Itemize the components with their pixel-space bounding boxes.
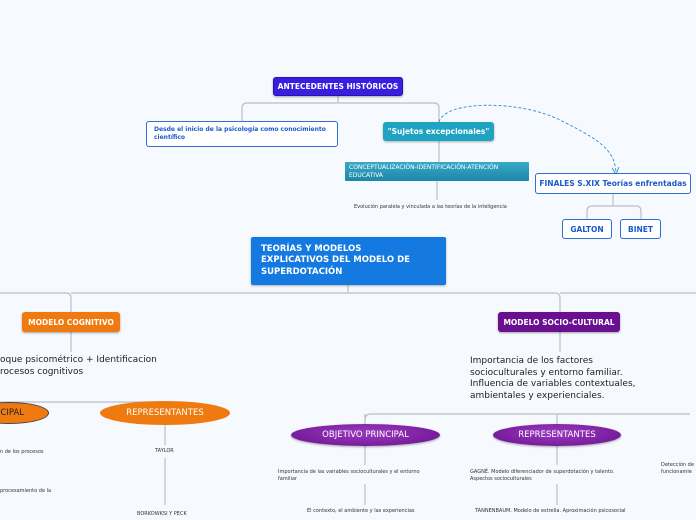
- text-line: socioculturales y entorno familiar.: [470, 367, 623, 378]
- node-label-line: TEORÍAS Y MODELOS: [261, 244, 362, 255]
- text-cognitivo-procesos: n de los procesos: [0, 449, 44, 455]
- node-label-line: Desde el inicio de la psicología como co…: [154, 125, 326, 133]
- text-line: familiar: [278, 475, 297, 482]
- node-label-line: EDUCATIVA: [349, 171, 383, 179]
- node-galton[interactable]: GALTON: [562, 219, 612, 239]
- node-antecedentes-historicos[interactable]: ANTECEDENTES HISTÓRICOS: [273, 77, 403, 96]
- text-objetivo-variables: Importancia de las variables sociocultur…: [278, 469, 420, 483]
- node-finales-sxix[interactable]: FINALES S.XIX Teorías enfrentadas: [535, 173, 691, 194]
- node-modelo-socio-cultural[interactable]: MODELO SOCIO-CULTURAL: [498, 312, 620, 332]
- node-label: OBJETIVO PRINCIPAL: [322, 430, 409, 440]
- node-representantes-right[interactable]: REPRESENTANTES: [493, 424, 621, 446]
- node-label-line: CONCEPTUALIZACIÓN-IDENTIFICACIÓN-ATENCIÓ…: [349, 164, 499, 171]
- node-label: FINALES S.XIX Teorías enfrentadas: [539, 179, 687, 188]
- node-label-line: EXPLICATIVOS DEL MODELO DE: [261, 255, 410, 266]
- node-desde-inicio-psicologia[interactable]: Desde el inicio de la psicología como co…: [146, 121, 338, 147]
- node-label: GALTON: [570, 224, 604, 234]
- node-binet[interactable]: BINET: [620, 219, 661, 239]
- text-line: Detección de: [661, 462, 694, 468]
- node-label: CONCEPTUALIZACIÓN-IDENTIFICACIÓN-ATENCIÓ…: [349, 164, 498, 179]
- node-label: REPRESENTANTES: [518, 430, 596, 440]
- node-label: Desde el inicio de la psicología como co…: [154, 126, 326, 143]
- node-modelo-cognitivo[interactable]: MODELO COGNITIVO: [22, 312, 120, 332]
- text-line: oque psicométrico + Identificacion: [0, 355, 157, 365]
- text-cognitivo-descripcion: oque psicométrico + Identificacion roces…: [0, 355, 157, 378]
- text-gagne: GAGNÉ. Modelo diferenciador de superdota…: [470, 469, 614, 483]
- text-deteccion: Detección de funcionamie: [661, 462, 694, 476]
- node-label-line: SUPERDOTACIÓN: [261, 266, 343, 277]
- text-evolucion-paralela: Evolución paralela y vinculada a las teo…: [354, 204, 507, 210]
- node-label: CIPAL: [0, 408, 24, 418]
- text-objetivo-contexto: El contexto, el ambiente y las experienc…: [307, 508, 415, 514]
- node-representantes-left[interactable]: REPRESENTANTES: [100, 401, 230, 425]
- text-line: Aspectos socioculturales: [470, 475, 532, 482]
- text-cognitivo-procesamiento: procesamiento de la: [0, 488, 52, 494]
- text-tannenbaum: TANNENBAUM. Modelo de estrella. Aproxima…: [475, 508, 626, 514]
- text-line: GAGNÉ. Modelo diferenciador de superdota…: [470, 469, 615, 475]
- node-label: MODELO COGNITIVO: [28, 317, 114, 327]
- text-line: rocesos cognitivos: [0, 366, 84, 377]
- node-label: REPRESENTANTES: [126, 408, 204, 418]
- node-conceptualizacion[interactable]: CONCEPTUALIZACIÓN-IDENTIFICACIÓN-ATENCIÓ…: [345, 162, 529, 181]
- text-socio-descripcion: Importancia de los factores sociocultura…: [470, 356, 636, 403]
- node-label: MODELO SOCIO-CULTURAL: [503, 317, 615, 327]
- node-label-line: científico: [154, 134, 186, 141]
- node-label: ANTECEDENTES HISTÓRICOS: [277, 82, 399, 91]
- node-central-teorias-modelos[interactable]: TEORÍAS Y MODELOS EXPLICATIVOS DEL MODEL…: [251, 237, 446, 285]
- text-borkowski-peck: BORKOWKSI Y PECK: [137, 511, 187, 517]
- text-line: ambientales y experienciales.: [470, 391, 605, 402]
- text-line: Importancia de las variables sociocultur…: [278, 469, 420, 475]
- text-taylor: TAYLOR: [155, 448, 174, 454]
- text-line: funcionamie: [661, 468, 692, 475]
- node-objetivo-principal[interactable]: OBJETIVO PRINCIPAL: [291, 424, 440, 446]
- node-label: BINET: [627, 224, 654, 234]
- text-line: Importancia de los factores: [470, 356, 593, 366]
- node-label: TEORÍAS Y MODELOS EXPLICATIVOS DEL MODEL…: [261, 244, 410, 277]
- node-label: "Sujetos excepcionales": [387, 127, 490, 136]
- text-line: Influencia de variables contextuales,: [470, 379, 636, 390]
- node-sujetos-excepcionales[interactable]: "Sujetos excepcionales": [383, 122, 494, 141]
